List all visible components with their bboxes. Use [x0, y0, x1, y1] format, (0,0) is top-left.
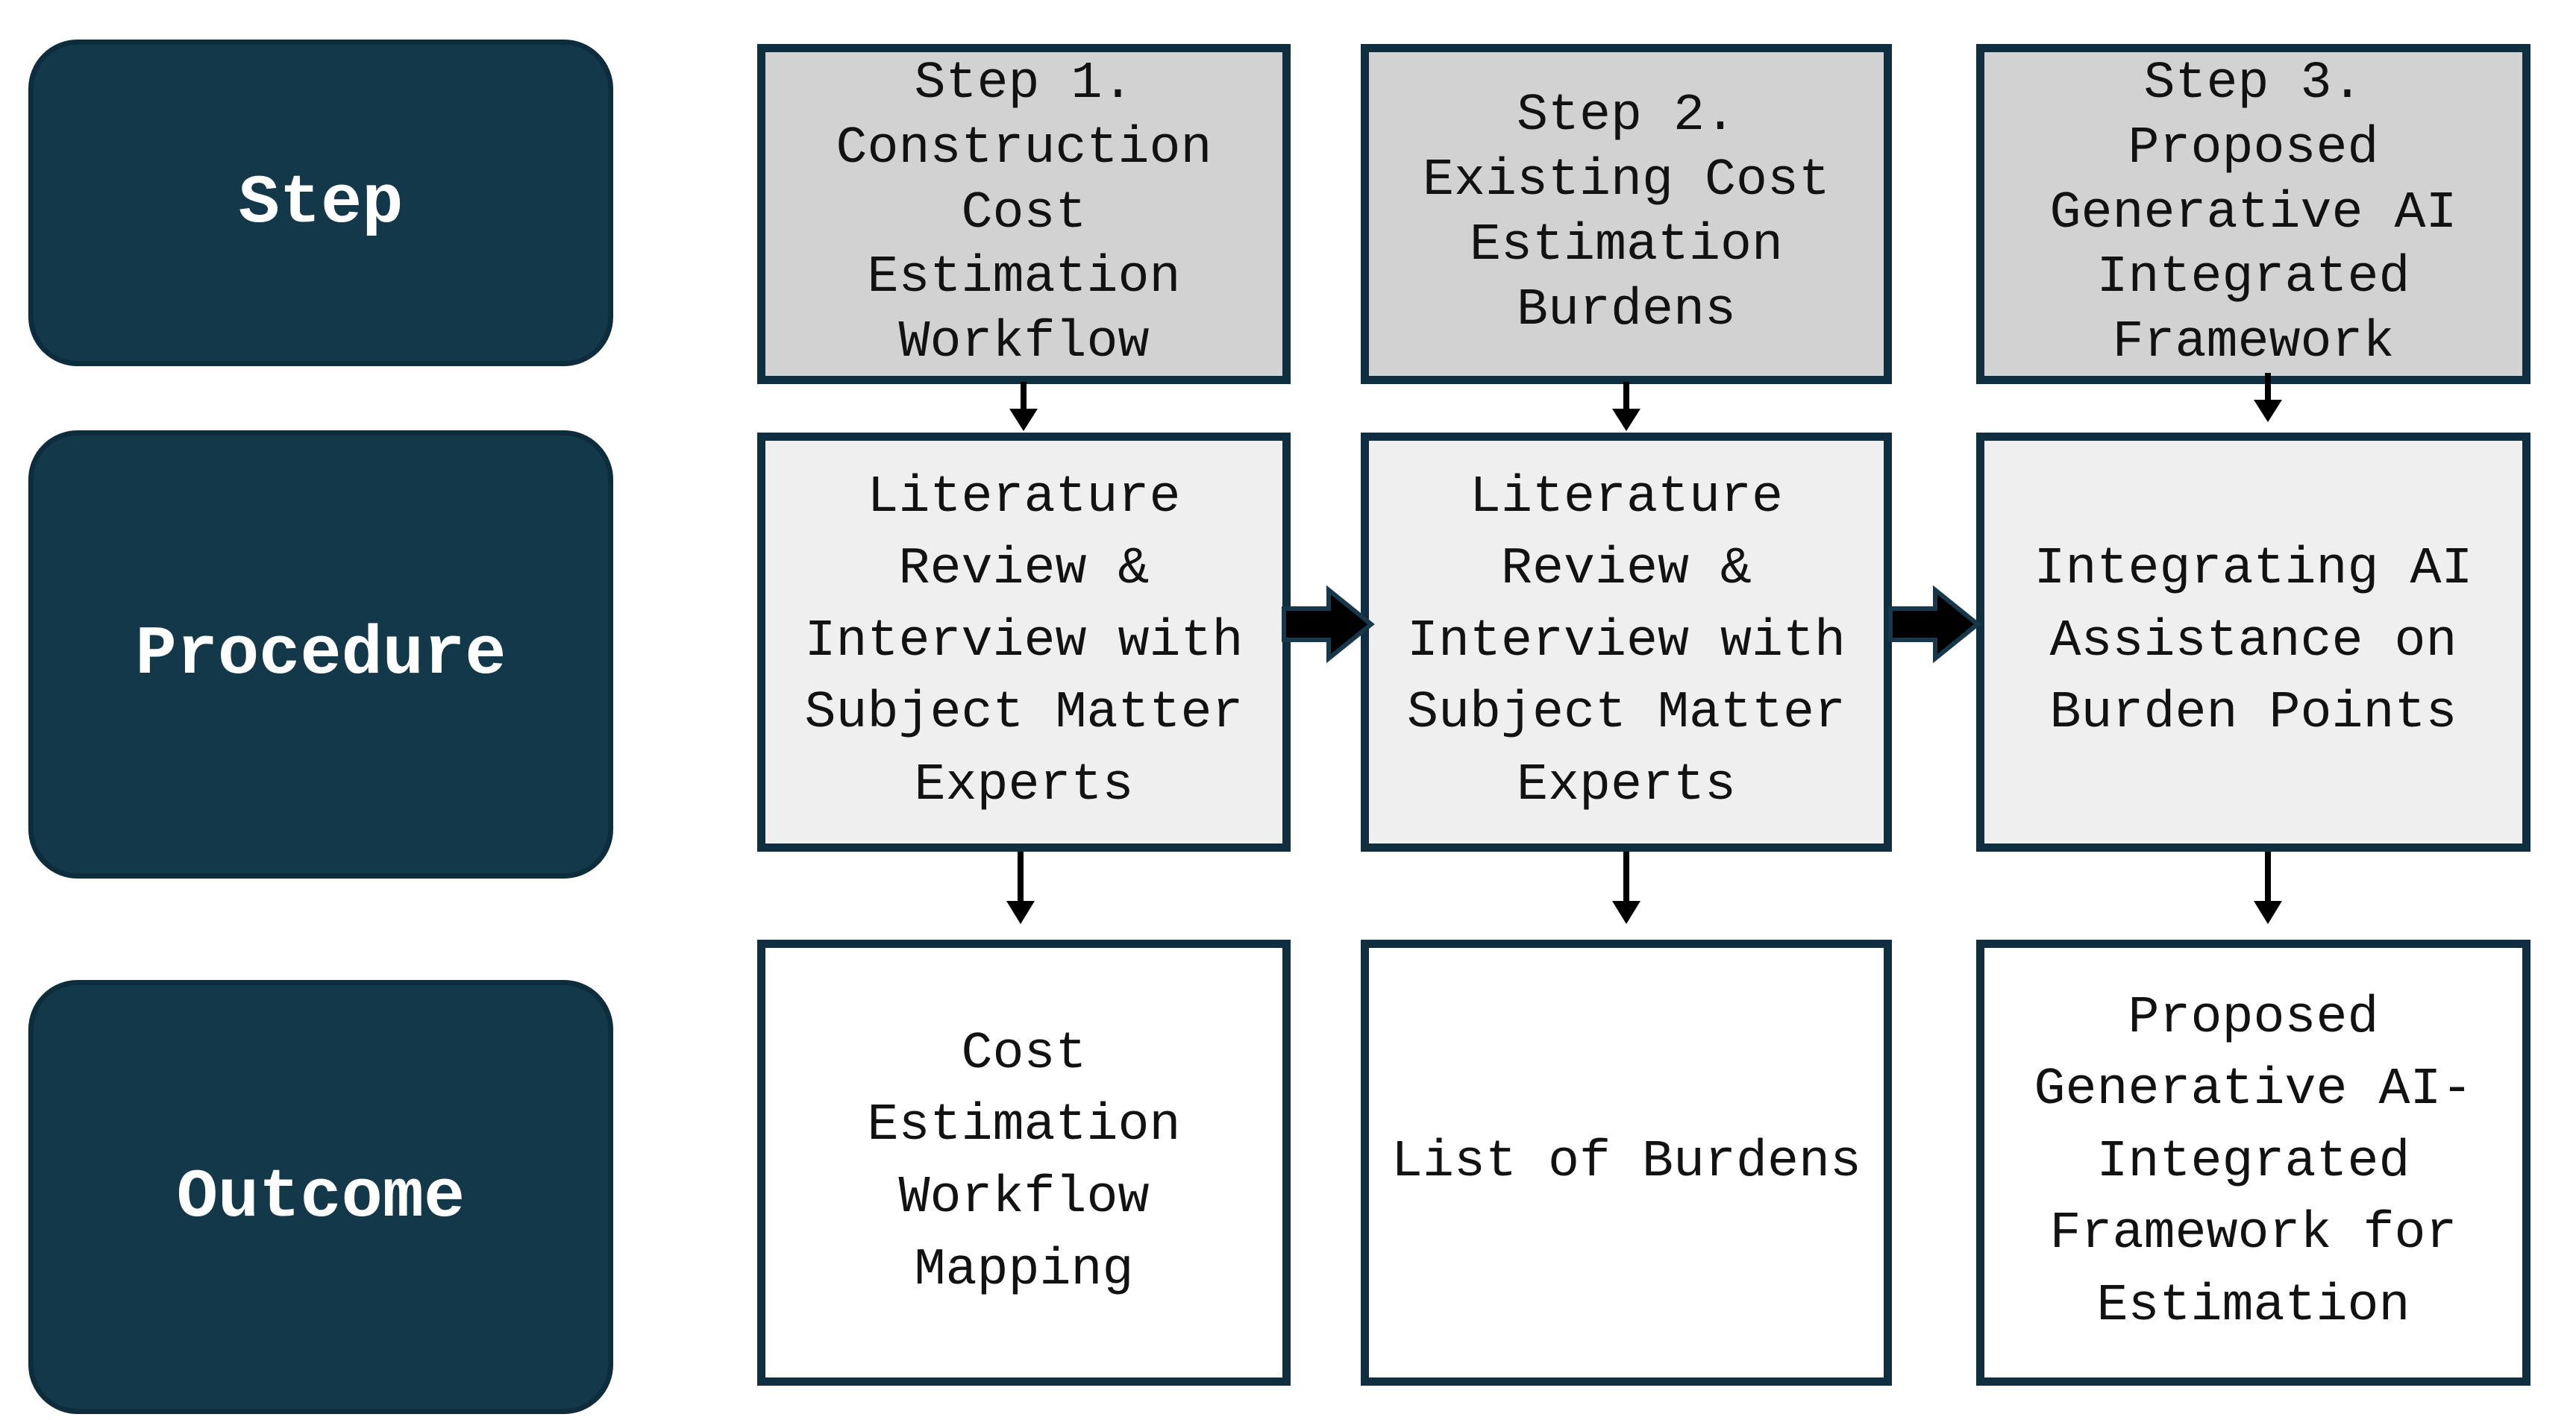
step-2-text: Step 2. Existing Cost Estimation Burdens — [1422, 87, 1831, 340]
procedure-1-box: Literature Review & Interview with Subje… — [757, 433, 1291, 852]
down-arrow-icon — [2254, 373, 2282, 422]
outcome-2-text: List of Burdens — [1391, 1132, 1862, 1192]
down-arrow-icon — [1612, 382, 1640, 431]
outcome-1-box: Cost Estimation Workflow Mapping — [757, 940, 1291, 1386]
row-label-step: Step — [28, 40, 613, 366]
procedure-2-box: Literature Review & Interview with Subje… — [1361, 433, 1892, 852]
right-arrow-icon — [1282, 585, 1375, 664]
step-1-box: Step 1. Construction Cost Estimation Wor… — [757, 44, 1291, 384]
procedure-1-text: Literature Review & Interview with Subje… — [804, 468, 1244, 815]
row-label-step-text: Step — [238, 163, 404, 242]
row-label-procedure-text: Procedure — [135, 615, 507, 694]
down-arrow-icon — [1006, 852, 1035, 924]
down-arrow-icon — [2254, 852, 2282, 924]
outcome-3-text: Proposed Generative AI- Integrated Frame… — [2034, 988, 2473, 1336]
row-label-procedure: Procedure — [28, 430, 613, 879]
down-arrow-icon — [1612, 852, 1640, 924]
step-1-text: Step 1. Construction Cost Estimation Wor… — [836, 54, 1212, 373]
outcome-3-box: Proposed Generative AI- Integrated Frame… — [1976, 940, 2530, 1386]
step-3-text: Step 3. Proposed Generative AI Integrate… — [2049, 54, 2457, 373]
step-3-box: Step 3. Proposed Generative AI Integrate… — [1976, 44, 2530, 384]
outcome-1-text: Cost Estimation Workflow Mapping — [867, 1024, 1181, 1300]
down-arrow-icon — [1009, 382, 1038, 431]
right-arrow-icon — [1888, 585, 1981, 664]
procedure-2-text: Literature Review & Interview with Subje… — [1406, 468, 1846, 815]
step-2-box: Step 2. Existing Cost Estimation Burdens — [1361, 44, 1892, 384]
row-label-outcome: Outcome — [28, 980, 613, 1414]
procedure-3-text: Integrating AI Assistance on Burden Poin… — [2034, 540, 2473, 744]
row-label-outcome-text: Outcome — [176, 1157, 466, 1237]
procedure-3-box: Integrating AI Assistance on Burden Poin… — [1976, 433, 2530, 852]
outcome-2-box: List of Burdens — [1361, 940, 1892, 1386]
